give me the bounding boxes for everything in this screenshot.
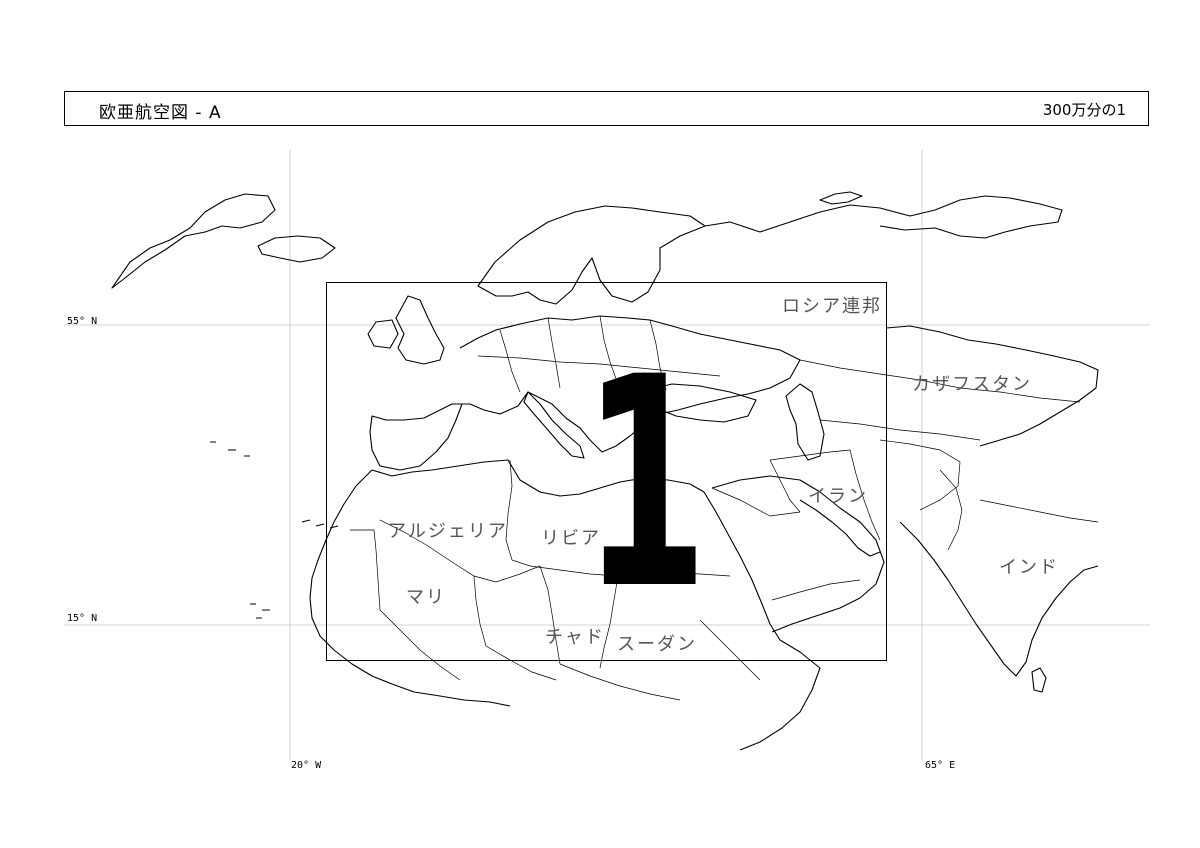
black-sea-coast [647,383,757,423]
border-india-nepal [979,499,1099,523]
label-sudan: スーダン [617,634,697,655]
border-europe-a [499,329,521,393]
label-libya: リビア [541,528,601,549]
border-iran-west [769,459,801,513]
map-scale: 300万分の1 [1042,101,1126,119]
caspian-coast [785,383,825,461]
ireland-coast [367,319,399,349]
europe-coast [369,315,801,471]
label-russia: ロシア連邦 [782,296,882,317]
border-sudan-ethiopia [699,619,761,681]
azores-islands [210,441,250,457]
border-sudan-egypt [639,569,731,577]
border-chad-sudan [599,575,619,669]
label-mali: マリ [406,587,446,608]
sri-lanka-coast [1031,667,1047,693]
border-algeria-mali [379,519,541,583]
map-header: 欧亜航空図 - A 300万分の1 [64,91,1149,126]
india-coast [899,521,1099,677]
border-europe-c [599,315,619,385]
border-nigeria [485,645,557,681]
border-europe-b [547,317,561,389]
border-central-africa [559,663,681,701]
africa-west-coast [309,469,511,707]
russia-north-coast [704,195,1063,239]
greenland-coast [111,193,276,289]
borders [350,315,1099,701]
border-algeria-libya [505,459,531,567]
label-chad: チャド [545,627,605,648]
africa-north-coast [371,459,705,497]
britain-coast [395,295,445,365]
border-iran-north [769,449,851,461]
italy-coast [523,391,585,459]
graticule [64,150,1150,760]
label-algeria: アルジェリア [388,521,508,542]
sheet-index-frame[interactable] [326,282,887,661]
border-iran-east [849,449,881,541]
label-kazakhstan: カザフスタン [912,374,1032,395]
border-niger-chad [539,565,561,665]
central-asia-outline [885,325,1099,447]
label-india: インド [999,557,1059,578]
lon-label-20w: 20° W [291,760,322,771]
novaya-zemlya-coast [819,191,863,205]
sheet-number: 1 [582,316,708,653]
lat-label-55n: 55° N [67,316,98,327]
border-mali-niger [473,575,487,647]
lat-label-15n: 15° N [67,613,98,624]
border-europe-e [477,355,721,377]
horn-of-africa-coast [739,639,821,751]
border-yemen-saudi [771,579,861,601]
border-afghanistan [879,439,961,511]
red-sea-coast [703,491,781,641]
canary-islands [301,519,339,529]
border-pakistan-india [939,469,963,551]
border-libya-egypt [639,477,643,570]
lon-label-65e: 65° E [925,760,956,771]
border-west-africa [379,609,461,681]
border-mauritania [350,529,381,611]
iceland-coast [257,235,336,263]
scandinavia-coast [477,205,706,305]
persian-gulf-coast [799,499,881,557]
border-russia-kazakhstan [799,359,1081,403]
cape-verde-islands [250,603,270,619]
border-europe-d [649,319,667,391]
border-iraq-saudi [711,487,801,517]
label-iran: イラン [808,486,868,507]
arabia-coast [711,475,885,633]
map-title: 欧亜航空図 - A [99,103,222,123]
border-kazakhstan-south [819,419,981,441]
coastlines [111,191,1099,751]
border-libya-chad [529,565,641,577]
